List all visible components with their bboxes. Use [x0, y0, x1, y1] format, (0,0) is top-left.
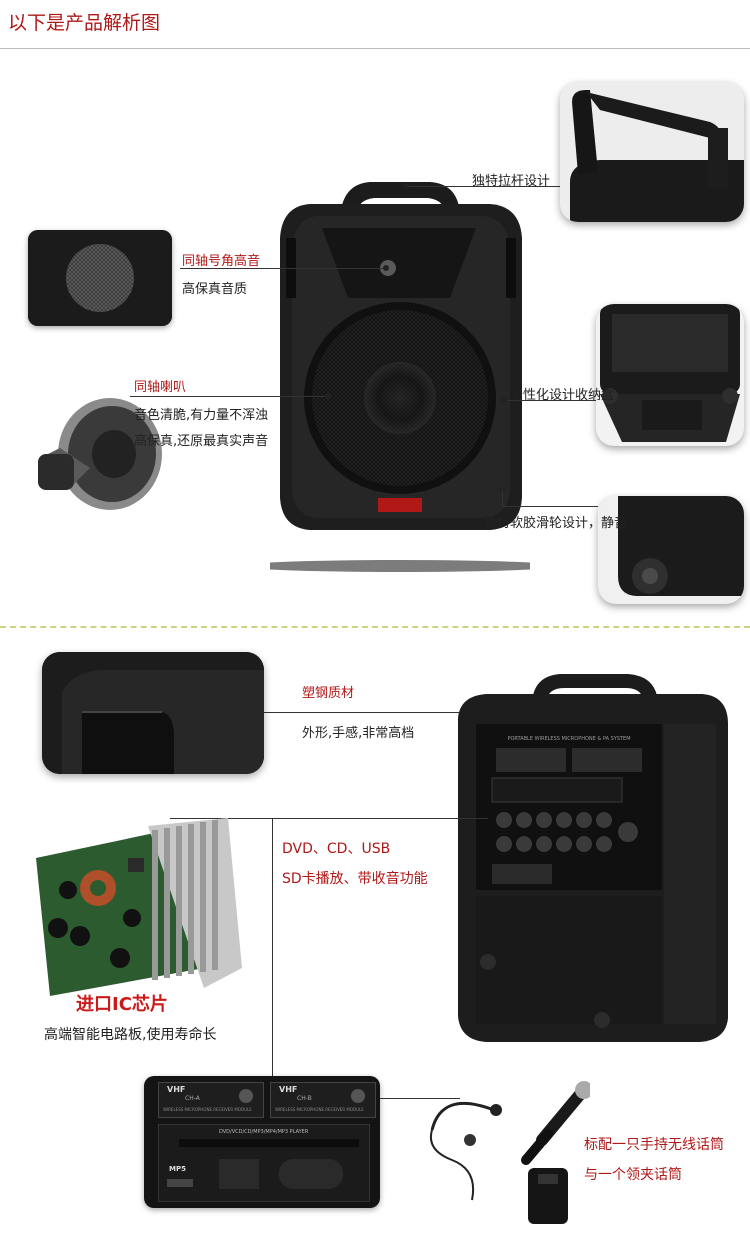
receiver-module-b: VHF CH-B WIRELESS MICROPHONE RECEIVER MO… — [270, 1082, 376, 1118]
storage-label: 个性化设计收纳盒 — [510, 388, 615, 403]
handle-pointer-line — [406, 186, 560, 187]
chip-desc: 高端智能电路板,使用寿命长 — [44, 1027, 217, 1043]
usb-port — [167, 1179, 193, 1187]
circuit-board-image — [36, 818, 242, 996]
storage-box-image — [596, 304, 744, 446]
wheel-closeup-image — [598, 496, 744, 604]
woofer-desc-2: 高保真,还原最真实声音 — [134, 434, 269, 449]
storage-pointer-dot — [501, 397, 507, 403]
player-caption: DVD/VCD/CD/MP3/MP4/MP3 PLAYER — [219, 1129, 309, 1135]
tweeter-pointer-line — [180, 268, 386, 269]
module-b-channel: CH-B — [297, 1095, 312, 1102]
tweeter-desc: 高保真音质 — [182, 282, 248, 297]
speaker-rear-image: PORTABLE WIRELESS MICROPHONE & PA SYSTEM — [458, 674, 728, 1042]
media-line-1: DVD、CD、USB — [282, 841, 391, 857]
woofer-title: 同轴喇叭 — [134, 380, 187, 395]
storage-pointer-line — [504, 400, 596, 401]
woofer-desc-1: 音色清脆,有力量不浑浊 — [134, 408, 269, 423]
wheel-pointer-stem — [502, 490, 503, 506]
woofer-closeup-image — [38, 398, 162, 510]
player-display — [279, 1159, 343, 1189]
receiver-module-a: VHF CH-A WIRELESS MICROPHONE RECEIVER MO… — [158, 1082, 264, 1118]
speaker-main-image — [270, 182, 530, 572]
header-divider — [0, 48, 750, 49]
control-panel-image: VHF CH-A WIRELESS MICROPHONE RECEIVER MO… — [144, 1076, 380, 1208]
tweeter-pointer-dot — [383, 265, 389, 271]
mic-desc-2: 与一个领夹话筒 — [584, 1167, 682, 1183]
disc-slot — [179, 1139, 359, 1147]
woofer-pointer-line — [130, 396, 328, 397]
wheel-pointer-line — [502, 506, 598, 507]
handle-label: 独特拉杆设计 — [472, 174, 551, 189]
tweeter-title: 同轴号角高音 — [182, 254, 261, 269]
handle-pointer-dot — [403, 183, 409, 189]
module-b-caption: WIRELESS MICROPHONE RECEIVER MODULE — [275, 1107, 364, 1112]
chip-pointer-line — [170, 818, 488, 819]
material-desc: 外形,手感,非常高档 — [302, 726, 415, 741]
microphones-image — [430, 1081, 590, 1224]
wheel-label: 独特软胶滑轮设计，静音 — [484, 516, 628, 531]
media-pointer-stem — [272, 818, 273, 1100]
section-divider — [0, 626, 750, 628]
handle-closeup-image — [560, 82, 744, 222]
module-a-knob — [239, 1089, 253, 1103]
media-player-module: DVD/VCD/CD/MP3/MP4/MP3 PLAYER MP5 — [158, 1124, 370, 1202]
player-mp5-label: MP5 — [169, 1165, 186, 1173]
mic-desc-1: 标配一只手持无线话筒 — [584, 1137, 724, 1153]
woofer-pointer-dot — [325, 393, 331, 399]
material-title: 塑钢质材 — [302, 686, 355, 701]
module-a-channel: CH-A — [185, 1095, 200, 1102]
tweeter-closeup-image — [28, 230, 172, 326]
module-a-label: VHF — [167, 1085, 186, 1094]
page-title: 以下是产品解析图 — [8, 12, 161, 34]
chip-title: 进口IC芯片 — [76, 994, 168, 1015]
player-buttons — [219, 1159, 259, 1189]
module-b-label: VHF — [279, 1085, 298, 1094]
material-pointer-line — [264, 712, 464, 713]
media-line-2: SD卡播放、带收音功能 — [282, 871, 428, 887]
mic-pointer-line — [380, 1098, 460, 1099]
material-closeup-image — [42, 652, 264, 774]
module-a-caption: WIRELESS MICROPHONE RECEIVER MODULE — [163, 1107, 252, 1112]
rear-panel-caption: PORTABLE WIRELESS MICROPHONE & PA SYSTEM — [507, 736, 630, 742]
module-b-knob — [351, 1089, 365, 1103]
